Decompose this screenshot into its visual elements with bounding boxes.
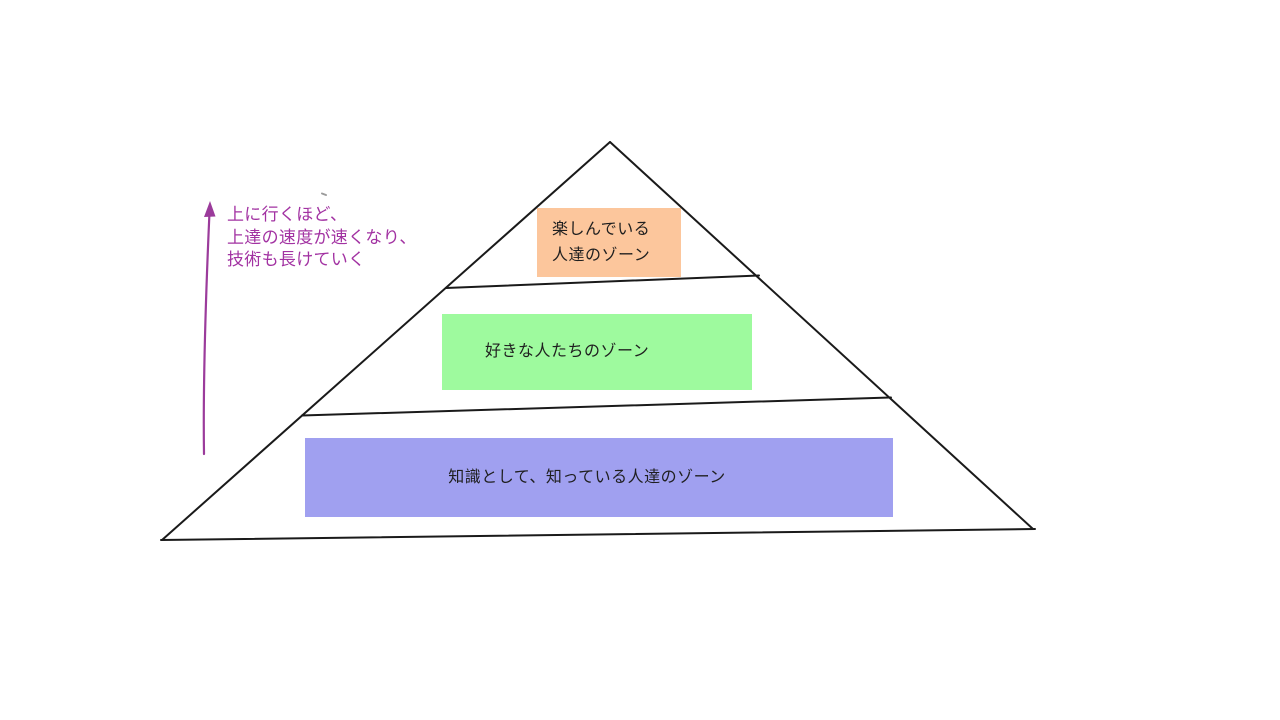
pyramid-bottom-edge	[160, 528, 1036, 541]
zone-bottom-box: 知識として、知っている人達のゾーン	[305, 438, 893, 517]
zone-bottom-label: 知識として、知っている人達のゾーン	[448, 468, 726, 486]
annotation-line: 上に行くほど、	[227, 205, 348, 224]
stray-mark-dot	[321, 192, 327, 196]
annotation-text: 上に行くほど、 上達の速度が速くなり、 技術も長けていく	[227, 204, 417, 272]
up-arrow-head-icon	[204, 201, 216, 217]
zone-middle-label: 好きな人たちのゾーン	[485, 343, 650, 360]
annotation-line: 上達の速度が速くなり、	[227, 227, 417, 247]
zone-top-label-line2: 人達のゾーン	[552, 246, 651, 264]
divider-top-middle	[445, 274, 760, 289]
zone-middle-box: 好きな人たちのゾーン	[442, 314, 752, 390]
zone-top-label: 楽しんでいる 人達のゾーン	[552, 217, 650, 269]
up-arrow-icon	[202, 210, 211, 456]
zone-top-box: 楽しんでいる 人達のゾーン	[537, 208, 681, 277]
annotation-line: 技術も長けていく	[227, 250, 366, 269]
zone-top-label-line1: 楽しんでいる	[552, 220, 651, 238]
divider-middle-bottom	[301, 396, 892, 417]
